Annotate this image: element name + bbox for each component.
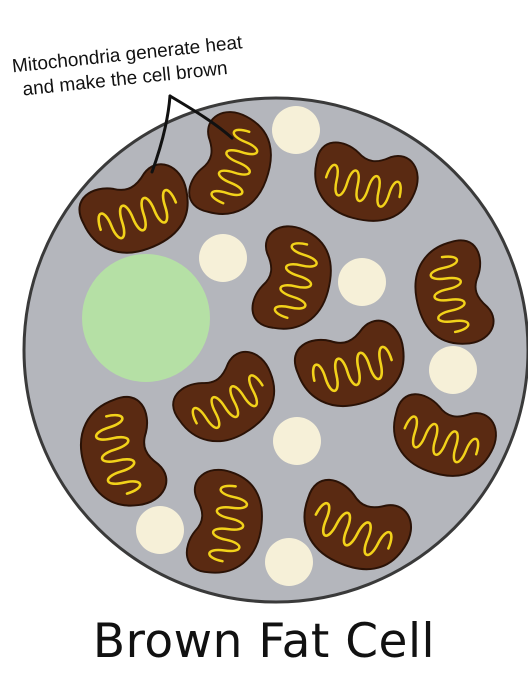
fat-droplet (273, 417, 321, 465)
fat-droplet (338, 258, 386, 306)
diagram-title: Brown Fat Cell (0, 614, 528, 669)
fat-droplet (199, 234, 247, 282)
fat-droplet (272, 106, 320, 154)
brown-fat-cell-diagram: Mitochondria generate heat and make the … (0, 0, 528, 610)
nucleus (82, 254, 210, 382)
fat-droplet (429, 346, 477, 394)
fat-droplet (136, 506, 184, 554)
fat-droplet (265, 538, 313, 586)
annotation: Mitochondria generate heat and make the … (11, 32, 246, 101)
